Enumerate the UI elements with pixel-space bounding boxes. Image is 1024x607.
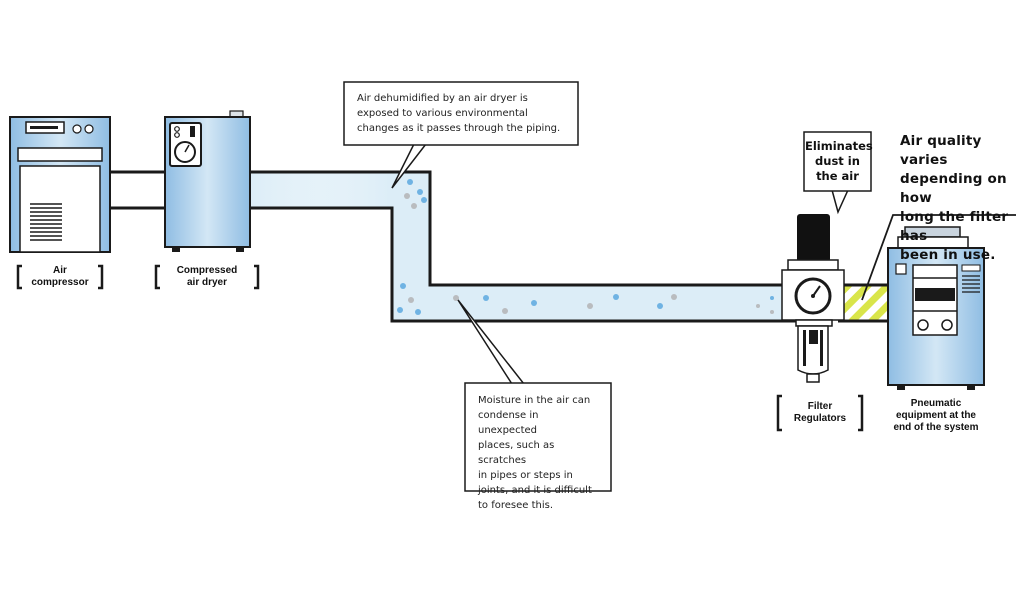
pipe-compressor-to-dryer — [110, 170, 165, 210]
air-dryer-label: Compressed air dryer — [176, 265, 238, 288]
pneumatic-equipment-unit — [887, 226, 985, 390]
air-dryer-unit — [164, 110, 251, 252]
dust-callout-text: Eliminates dust in the air — [805, 139, 873, 183]
main-pipe — [250, 170, 800, 323]
dust-callout-box — [803, 131, 872, 192]
pneumatic-equipment-label: Pneumatic equipment at the end of the sy… — [893, 398, 979, 433]
filtered-pipe — [838, 283, 890, 323]
label-brackets — [16, 264, 864, 432]
dehumidified-callout-text: Air dehumidified by an air dryer is expo… — [345, 83, 577, 144]
moisture-droplets — [397, 179, 774, 315]
air-quality-note: Air quality varies depending on how long… — [900, 133, 1009, 263]
air-compressor-unit — [9, 116, 111, 253]
filter-regulator-unit — [781, 214, 845, 383]
air-compressor-label: Air compressor — [31, 265, 89, 288]
moisture-callout-text: Moisture in the air can condense in unex… — [466, 384, 610, 511]
filter-regulators-label: Filter Regulators — [793, 401, 847, 424]
